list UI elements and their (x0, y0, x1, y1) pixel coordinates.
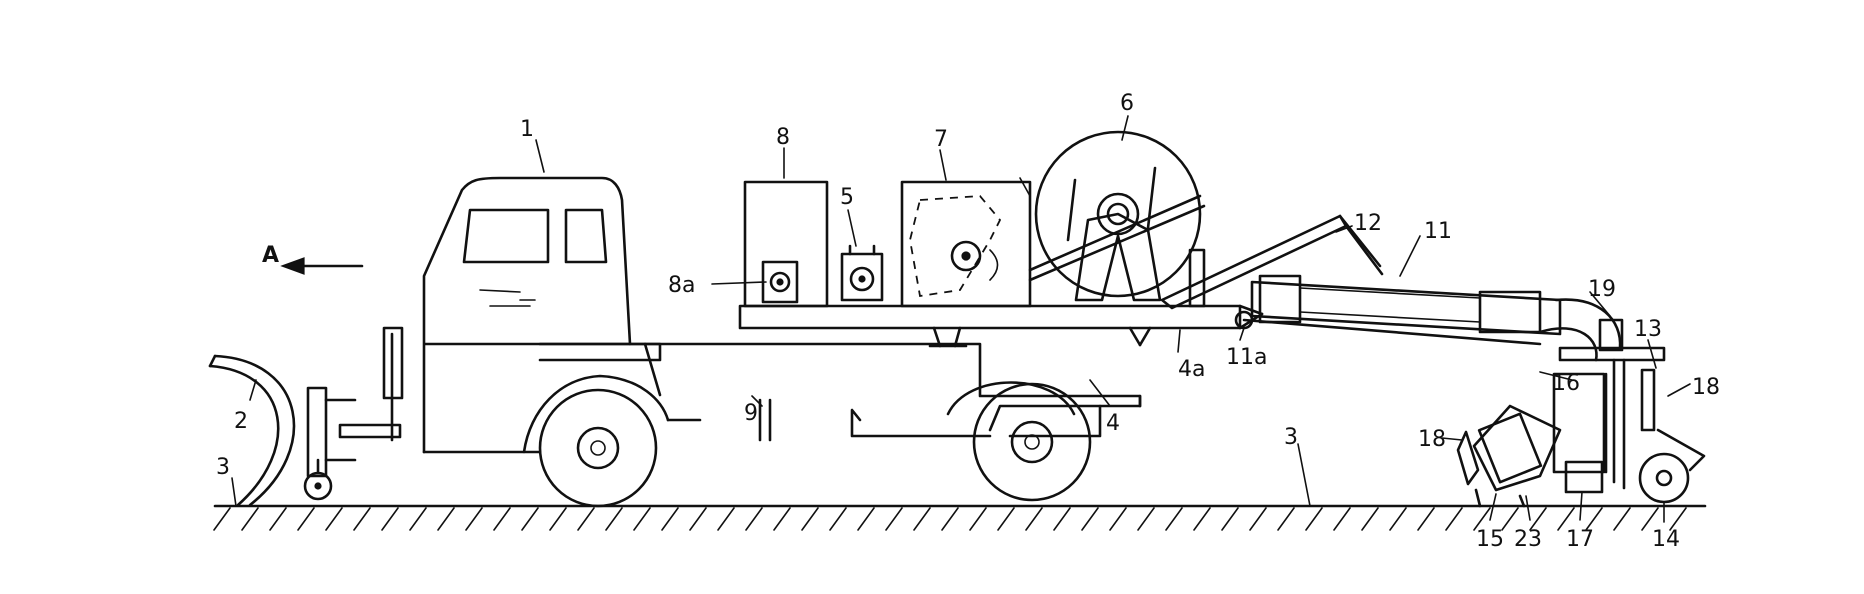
label-11: 11 (1424, 219, 1452, 244)
reference-labels: A 1 2 3 3 4 4a 5 6 7 8 8a 9 11 11a 12 13… (216, 91, 1720, 552)
label-15: 15 (1476, 527, 1504, 552)
label-6: 6 (1120, 91, 1134, 116)
rear-wheel (946, 381, 1092, 502)
plough-blade (208, 326, 404, 507)
direction-arrow (280, 257, 364, 275)
unit-housing (900, 180, 1032, 308)
boom-arm (1160, 214, 1622, 362)
label-8: 8 (776, 125, 790, 150)
hose-reel (1028, 130, 1206, 302)
label-13: 13 (1634, 317, 1662, 342)
tank (743, 180, 829, 308)
label-19: 19 (1588, 277, 1616, 302)
label-8a: 8a (668, 273, 695, 298)
direction-label: A (262, 243, 279, 268)
label-18-right: 18 (1692, 375, 1720, 400)
label-3-left: 3 (216, 455, 230, 480)
label-11a: 11a (1226, 345, 1267, 370)
leader-lines (231, 115, 1691, 523)
label-12: 12 (1354, 211, 1382, 236)
label-4: 4 (1106, 411, 1120, 436)
truck-chassis (522, 342, 1142, 454)
label-17: 17 (1566, 527, 1594, 552)
label-18-left: 18 (1418, 427, 1446, 452)
label-5: 5 (840, 185, 854, 210)
label-14: 14 (1652, 527, 1680, 552)
label-23: 23 (1514, 527, 1542, 552)
label-2: 2 (234, 409, 248, 434)
label-9: 9 (744, 401, 758, 426)
label-16: 16 (1552, 371, 1580, 396)
label-7: 7 (934, 127, 948, 152)
ground (213, 504, 1707, 531)
label-4a: 4a (1178, 357, 1205, 382)
label-1: 1 (520, 117, 534, 142)
platform (738, 304, 1264, 348)
work-head (1456, 318, 1706, 508)
front-wheel (538, 388, 658, 508)
pump (840, 244, 884, 302)
truck-cab (422, 176, 632, 454)
label-3-right: 3 (1284, 425, 1298, 450)
